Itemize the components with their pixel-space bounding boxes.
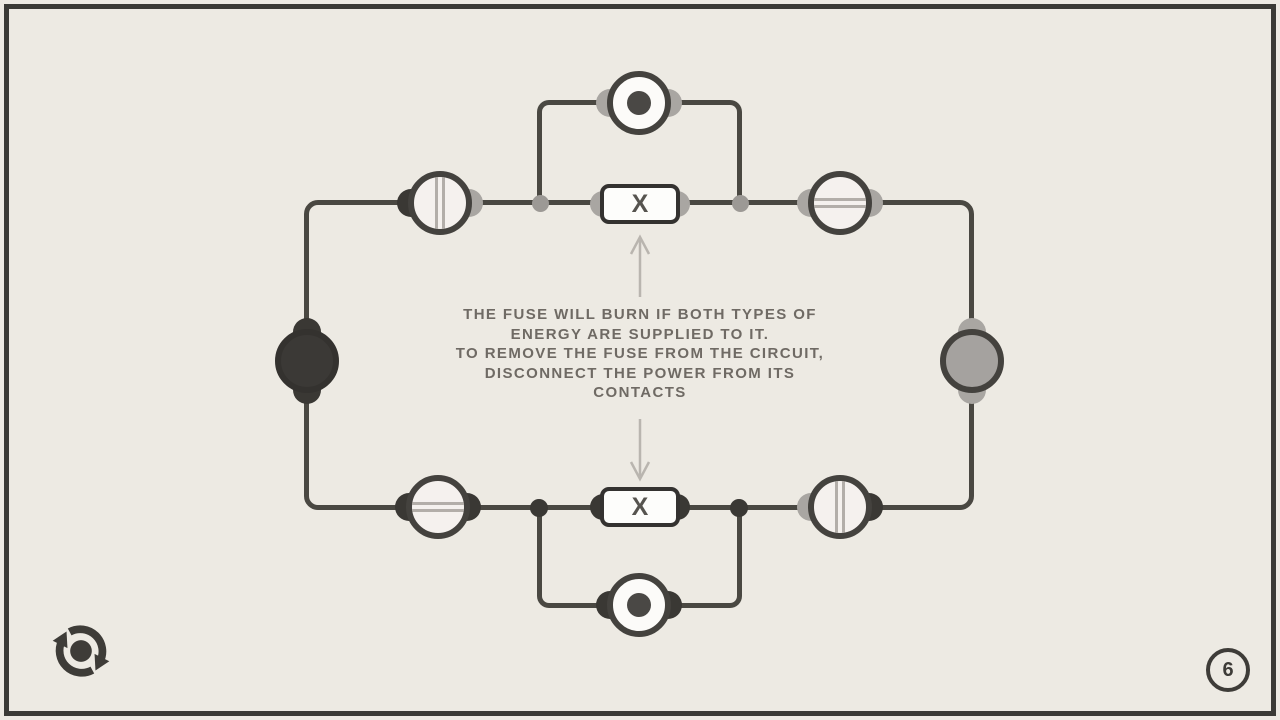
fuse-bottom[interactable]: X [590, 487, 690, 527]
restart-center-dot [70, 640, 92, 662]
restart-arc [67, 625, 110, 671]
power-source-gray[interactable] [940, 318, 1004, 404]
tutorial-line: ENERGY ARE SUPPLIED TO IT. [510, 325, 770, 343]
fuse-box-icon: X [600, 487, 680, 527]
node-bottom-right-vertical-lines[interactable] [797, 475, 883, 539]
junction-bottom-left [530, 499, 548, 517]
level-number: 6 [1222, 658, 1234, 681]
fuse-box-icon: X [600, 184, 680, 224]
fuse-top[interactable]: X [590, 184, 690, 224]
junction-top-left [532, 195, 549, 212]
tutorial-line: DISCONNECT THE POWER FROM ITS [484, 364, 796, 382]
lamp-icon [607, 573, 671, 637]
junction-bottom-right [730, 499, 748, 517]
level-badge: 6 [1206, 648, 1250, 692]
tutorial-line: THE FUSE WILL BURN IF BOTH TYPES OF [463, 306, 817, 323]
gray-power-icon [940, 329, 1004, 393]
node-bottom-left-horizontal-lines[interactable] [395, 475, 481, 539]
lamp-bottom[interactable] [596, 573, 682, 637]
lamp-dot-icon [627, 91, 651, 115]
vertical-lines-icon [808, 475, 872, 539]
horizontal-lines-icon [808, 171, 872, 235]
fuse-label: X [631, 189, 649, 218]
fuse-label: X [631, 492, 649, 521]
dark-power-icon [275, 329, 339, 393]
restart-button[interactable] [48, 618, 114, 684]
tutorial-text: THE FUSE WILL BURN IF BOTH TYPES OF ENER… [290, 305, 990, 403]
power-source-dark[interactable] [275, 318, 339, 404]
vertical-lines-icon [408, 171, 472, 235]
arrow-up-icon [629, 234, 651, 297]
node-top-left-vertical-lines[interactable] [397, 171, 483, 235]
tutorial-line: TO REMOVE THE FUSE FROM THE CIRCUIT, [455, 345, 825, 362]
junction-top-right [732, 195, 749, 212]
arrow-down-icon [629, 419, 651, 482]
lamp-icon [607, 71, 671, 135]
node-top-right-horizontal-lines[interactable] [797, 171, 883, 235]
tutorial-line: CONTACTS [593, 384, 687, 401]
restart-arc [52, 631, 95, 677]
horizontal-lines-icon [406, 475, 470, 539]
lamp-dot-icon [627, 593, 651, 617]
lamp-top[interactable] [596, 71, 682, 135]
